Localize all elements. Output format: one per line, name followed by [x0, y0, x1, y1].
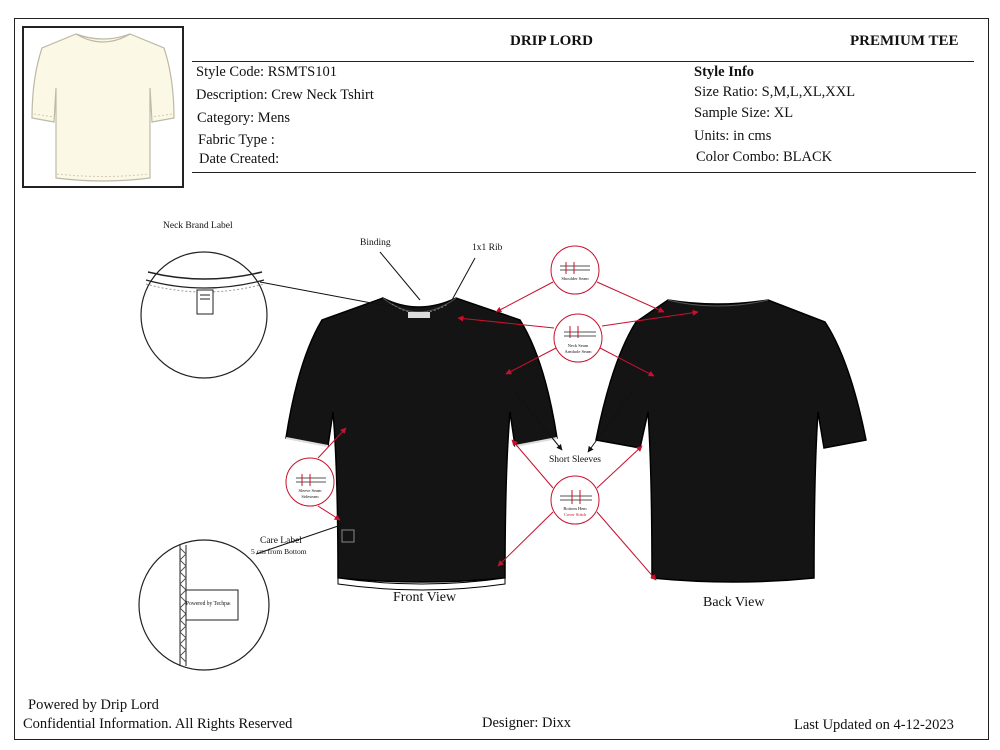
rib-caption: 1x1 Rib: [472, 243, 503, 253]
stitch-neck-label-2: Armhole Seam: [564, 349, 592, 354]
care-label-caption: Care Label: [260, 536, 302, 546]
short-sleeves-leader-front: [514, 391, 563, 451]
style-code: Style Code: RSMTS101: [196, 64, 337, 80]
units: Units: in cms: [694, 128, 772, 144]
stitch-callout-shoulder: [495, 245, 665, 313]
style-info-heading: Style Info: [694, 64, 755, 80]
binding-caption: Binding: [360, 238, 391, 248]
footer-confidential: Confidential Information. All Rights Res…: [23, 716, 293, 732]
stitch-neck-label-1: Neck Seam: [567, 343, 589, 348]
footer-powered-by: Powered by Drip Lord: [28, 697, 159, 713]
footer-last-updated: Last Updated on 4-12-2023: [794, 717, 954, 733]
front-view-tshirt: [285, 297, 558, 591]
stitch-callout-hem: [497, 439, 657, 581]
care-label-note: 5 cm from Bottom: [251, 547, 307, 556]
footer-designer: Designer: Dixx: [482, 715, 571, 731]
neck-brand-label-detail: [140, 251, 399, 379]
details-divider: [192, 172, 976, 173]
stitch-callout-sleeve: [285, 427, 347, 521]
description: Description: Crew Neck Tshirt: [196, 87, 374, 103]
stitch-sleeve-label-1: Sleeve Seam: [298, 488, 322, 493]
stitch-hem-label-1: Bottom Hem: [563, 506, 587, 511]
stitch-callout-neck: [457, 309, 699, 377]
stitch-hem-label-2: Cover Stitch: [563, 512, 587, 517]
size-ratio: Size Ratio: S,M,L,XL,XXL: [694, 84, 856, 100]
short-sleeves-leader-back: [587, 391, 633, 453]
color-combo: Color Combo: BLACK: [696, 149, 833, 165]
spec-sheet-frame: [14, 18, 989, 740]
short-sleeves-caption: Short Sleeves: [549, 455, 601, 465]
stitch-sleeve-label-2: Sideseam: [301, 494, 319, 499]
care-label-detail: [138, 523, 345, 671]
stitch-shoulder-label: Shoulder Seam: [561, 276, 589, 281]
care-label-tag-text: Powered by Techpacker.com: [186, 600, 231, 607]
binding-leader: [379, 251, 421, 301]
front-view-label: Front View: [393, 590, 457, 605]
neck-brand-label-caption: Neck Brand Label: [163, 221, 233, 231]
date-created: Date Created:: [199, 151, 280, 167]
brand-title: DRIP LORD: [510, 33, 593, 49]
back-view-label: Back View: [703, 595, 765, 610]
product-type: PREMIUM TEE: [850, 33, 959, 49]
thumbnail-tshirt-image: [31, 33, 175, 182]
sample-size: Sample Size: XL: [694, 105, 794, 121]
rib-leader: [451, 257, 476, 301]
fabric-type: Fabric Type :: [198, 132, 275, 148]
header-divider: [192, 61, 974, 62]
back-view-tshirt: [595, 299, 867, 583]
category: Category: Mens: [197, 110, 291, 126]
garment-thumbnail: [22, 26, 184, 188]
